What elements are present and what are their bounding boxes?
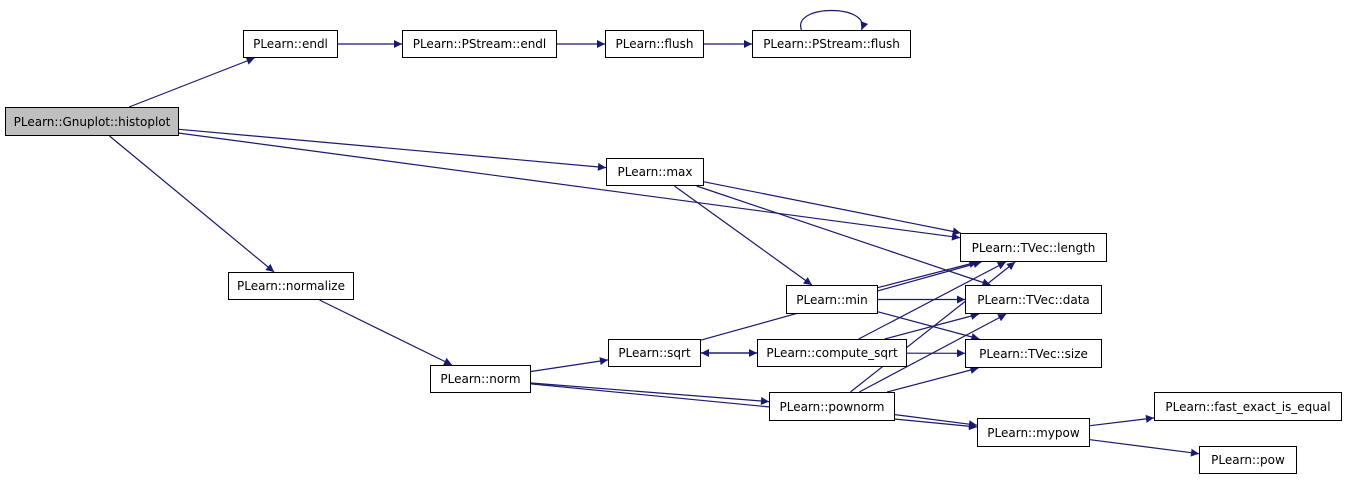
edge-norm-to-mypow [530,383,978,431]
edge-min-to-length [877,260,978,289]
edge-pownorm-to-mypow [894,414,978,429]
edge-max-to-length [703,181,961,236]
node-compute-sqrt[interactable]: PLearn::compute_sqrt [757,339,907,367]
edge-mypow-to-fast-exact-is-equal [1089,414,1155,427]
edge-min-to-size [877,311,980,341]
node-pownorm[interactable]: PLearn::pownorm [769,392,895,421]
edge-pstream-flush-to-pstream-flush [800,9,869,31]
edge-norm-to-pownorm [530,382,770,405]
edge-mypow-to-pow [1089,439,1200,457]
edge-histoplot-to-endl [128,57,255,108]
node-pstream-endl[interactable]: PLearn::PStream::endl [402,30,557,58]
edge-max-to-min [674,185,813,286]
node-tvec-size[interactable]: PLearn::TVec::size [965,339,1102,368]
edge-pownorm-to-size [886,366,979,393]
node-normalize[interactable]: PLearn::normalize [228,272,354,300]
edge-pownorm-to-length [850,261,1016,393]
node-fast-exact-is-equal[interactable]: PLearn::fast_exact_is_equal [1154,392,1342,421]
node-norm[interactable]: PLearn::norm [430,365,531,393]
edge-pownorm-to-data [859,313,1007,393]
node-flush[interactable]: PLearn::flush [605,30,704,58]
node-max[interactable]: PLearn::max [606,158,704,186]
node-sqrt[interactable]: PLearn::sqrt [608,339,701,367]
node-pow[interactable]: PLearn::pow [1199,446,1297,474]
node-tvec-data[interactable]: PLearn::TVec::data [965,285,1102,314]
node-histoplot: PLearn::Gnuplot::histoplot [5,107,179,136]
edge-norm-to-sqrt [530,357,609,373]
edge-compute-sqrt-to-length [858,261,1007,340]
edge-histoplot-to-normalize [109,135,275,273]
edge-normalize-to-norm [319,299,453,366]
node-mypow[interactable]: PLearn::mypow [977,418,1090,447]
node-pstream-flush[interactable]: PLearn::PStream::flush [752,30,911,58]
node-min[interactable]: PLearn::min [786,285,878,314]
edge-max-to-data [696,185,991,287]
node-endl[interactable]: PLearn::endl [243,30,338,58]
edge-histoplot-to-max [178,128,607,171]
edge-histoplot-to-length [178,132,961,241]
node-tvec-length[interactable]: PLearn::TVec::length [960,233,1107,262]
